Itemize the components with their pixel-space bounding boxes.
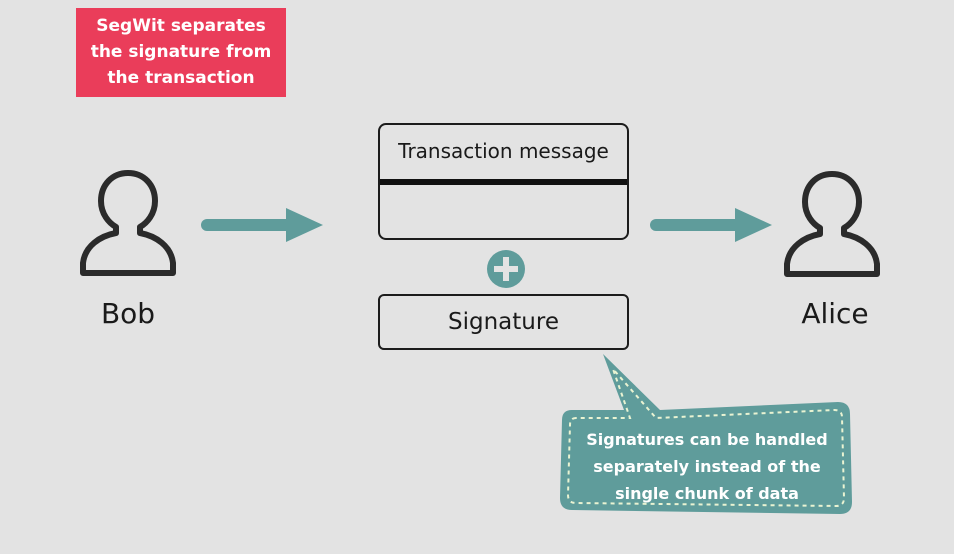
transaction-message-title: Transaction message xyxy=(398,139,609,163)
title-note-text: SegWit separates the signature from the … xyxy=(90,16,272,88)
receiver-name: Alice xyxy=(801,297,869,330)
plus-circle-icon xyxy=(487,250,525,288)
signature-box: Signature xyxy=(378,294,629,350)
sender-name: Bob xyxy=(100,297,156,330)
callout-text: Signatures can be handled separately ins… xyxy=(586,430,828,503)
signature-label: Signature xyxy=(448,309,559,335)
receiver-person-icon xyxy=(784,171,880,277)
transaction-divider xyxy=(380,179,627,185)
title-note: SegWit separates the signature from the … xyxy=(76,8,286,97)
arrow-right-icon xyxy=(201,208,323,242)
transaction-message-box: Transaction message xyxy=(378,123,629,240)
sender-person-icon xyxy=(80,170,176,276)
arrow-right-icon xyxy=(650,208,772,242)
